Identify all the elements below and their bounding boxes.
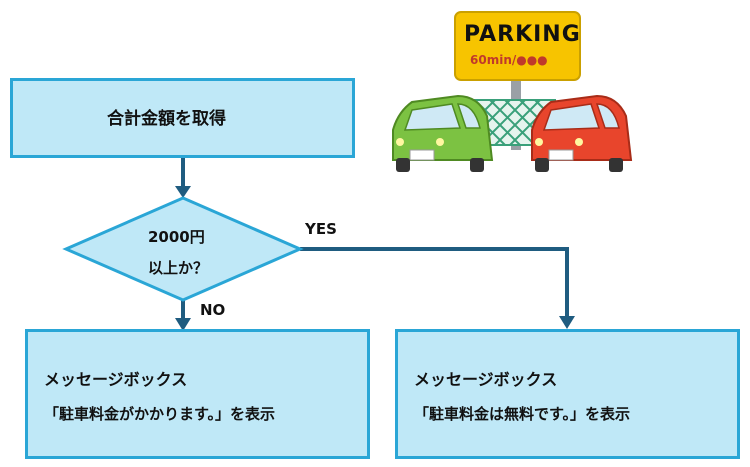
parking-sign-subtitle: 60min/●●● [470, 53, 548, 67]
parking-sign-title: PARKING [464, 22, 581, 47]
connector-decision-to-yes [300, 247, 569, 323]
decision-label-line1: 2000円 [148, 228, 205, 246]
yes-branch-label: YES [305, 220, 337, 238]
yes-message-box-title: メッセージボックス [414, 370, 558, 389]
arrowhead-start-to-decision [175, 186, 191, 198]
yes-message-box-body: 「駐車料金は無料です。」を表示 [414, 405, 631, 423]
yes-message-box [395, 329, 740, 459]
no-message-box-title: メッセージボックス [44, 370, 188, 389]
arrowhead-decision-to-no [175, 318, 191, 331]
parking-sign-board [454, 11, 581, 81]
decision-diamond [62, 196, 304, 302]
decision-label-line2: 以上か？ [148, 259, 209, 277]
red-car [531, 94, 633, 172]
no-branch-label: NO [200, 301, 226, 319]
start-process-label: 合計金額を取得 [107, 109, 226, 129]
green-car [392, 94, 494, 172]
no-message-box [25, 329, 370, 459]
no-message-box-body: 「駐車料金がかかります。」を表示 [44, 405, 276, 423]
arrowhead-decision-to-yes [559, 316, 575, 329]
start-process-box [10, 78, 355, 158]
